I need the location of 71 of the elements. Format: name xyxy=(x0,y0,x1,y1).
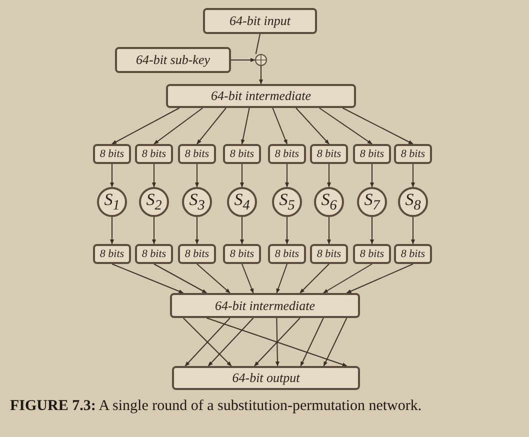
arrow xyxy=(110,216,114,244)
data-box: 8 bits xyxy=(93,144,131,164)
arrow xyxy=(411,216,415,244)
data-box: 8 bits xyxy=(135,144,173,164)
arrow xyxy=(195,164,199,188)
s-box-circle: S$_{4}$ xyxy=(227,187,257,217)
arrow xyxy=(296,108,330,144)
arrow xyxy=(342,108,414,144)
arrow xyxy=(275,318,280,366)
data-box: 8 bits xyxy=(353,144,391,164)
arrow xyxy=(152,164,156,188)
arrow xyxy=(195,216,199,244)
arrow xyxy=(285,164,289,188)
arrow xyxy=(240,216,244,244)
s-box-circle: S$_{1}$ xyxy=(97,187,127,217)
arrow xyxy=(411,164,415,188)
arrow xyxy=(346,264,414,294)
data-box: 8 bits xyxy=(310,144,348,164)
xor-symbol xyxy=(255,54,267,66)
arrow xyxy=(208,318,254,366)
arrow xyxy=(196,264,230,294)
arrow xyxy=(322,264,372,294)
arrow xyxy=(327,216,331,244)
s-box-circle: S$_{2}$ xyxy=(139,187,169,217)
arrow xyxy=(206,318,348,366)
arrow xyxy=(370,164,374,188)
s-box-circle: S$_{6}$ xyxy=(314,187,344,217)
arrow xyxy=(259,66,263,84)
arrow xyxy=(323,318,348,366)
arrow xyxy=(285,216,289,244)
s-box-circle: S$_{8}$ xyxy=(398,187,428,217)
s-box-circle: S$_{3}$ xyxy=(182,187,212,217)
arrow xyxy=(242,264,254,294)
arrow xyxy=(254,318,301,366)
data-box: 8 bits xyxy=(223,244,261,264)
data-box: 8 bits xyxy=(178,144,216,164)
data-box: 8 bits xyxy=(394,244,432,264)
data-box: 8 bits xyxy=(310,244,348,264)
arrow xyxy=(240,108,250,144)
data-box: 64-bit intermediate xyxy=(170,293,360,318)
data-box: 8 bits xyxy=(394,144,432,164)
arrow xyxy=(327,164,331,188)
arrow xyxy=(300,318,324,366)
arrow xyxy=(230,58,256,62)
arrow xyxy=(318,108,372,144)
data-box: 8 bits xyxy=(178,244,216,264)
data-box: 64-bit input xyxy=(203,8,317,34)
arrow xyxy=(196,108,226,144)
arrow xyxy=(154,108,204,144)
data-box: 8 bits xyxy=(223,144,261,164)
arrow xyxy=(112,264,184,294)
arrow xyxy=(272,108,288,144)
data-box: 8 bits xyxy=(135,244,173,264)
arrow xyxy=(276,264,288,294)
data-box: 64-bit output xyxy=(172,366,360,390)
data-box: 8 bits xyxy=(268,244,306,264)
data-box: 8 bits xyxy=(353,244,391,264)
arrow xyxy=(110,164,114,188)
data-box: 8 bits xyxy=(268,144,306,164)
arrow xyxy=(240,164,244,188)
data-box: 64-bit sub-key xyxy=(115,47,231,73)
arrow xyxy=(112,108,180,144)
arrow xyxy=(370,216,374,244)
data-box: 64-bit intermediate xyxy=(166,84,356,108)
s-box-circle: S$_{5}$ xyxy=(272,187,302,217)
arrow xyxy=(300,264,330,294)
s-box-circle: S$_{7}$ xyxy=(357,187,387,217)
data-box: 8 bits xyxy=(93,244,131,264)
arrow xyxy=(154,264,208,294)
figure-caption: FIGURE 7.3: A single round of a substitution-permutation network. xyxy=(10,398,422,415)
arrow xyxy=(152,216,156,244)
